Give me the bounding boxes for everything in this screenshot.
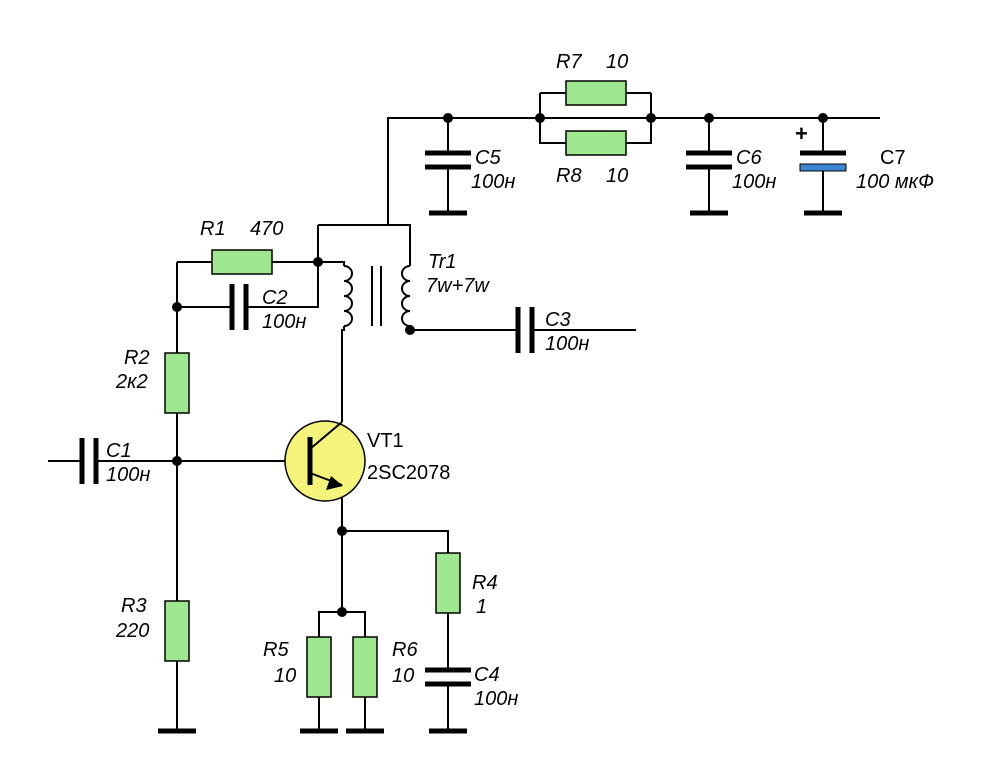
resistor-r5 <box>306 636 332 698</box>
label-r6-value: 10 <box>392 665 414 687</box>
label-vt1-ref: VT1 <box>367 430 404 452</box>
label-r8-ref: R8 <box>556 165 582 187</box>
label-c3-value: 100н <box>545 333 589 355</box>
junction-dot <box>405 325 415 335</box>
resistors <box>164 80 627 698</box>
label-r1-ref: R1 <box>200 218 226 240</box>
junction-dot <box>704 113 714 123</box>
transistor-body <box>284 420 366 502</box>
label-r4-value: 1 <box>476 596 487 618</box>
resistor-r4 <box>435 552 461 614</box>
transistor-collector <box>309 421 343 450</box>
capacitor-c5 <box>425 150 471 170</box>
label-r2-value: 2к2 <box>115 371 148 393</box>
label-r2-ref: R2 <box>124 347 150 369</box>
label-c6-value: 100н <box>732 171 776 193</box>
label-r3-ref: R3 <box>121 595 147 617</box>
capacitor-c2 <box>229 284 249 330</box>
junction-dot <box>646 113 656 123</box>
label-r1-value: 470 <box>250 218 283 240</box>
label-r5-ref: R5 <box>263 639 289 661</box>
transformer-tr1 <box>343 265 411 327</box>
junction-dot <box>535 113 545 123</box>
resistor-r3 <box>164 600 190 662</box>
junction-dot <box>337 607 347 617</box>
label-r8-value: 10 <box>606 165 628 187</box>
resistor-r6 <box>352 636 378 698</box>
capacitor-c4 <box>425 667 471 687</box>
label-c7-value: 100 мкФ <box>856 171 934 193</box>
capacitor-c6 <box>686 150 732 170</box>
label-vt1-value: 2SC2078 <box>367 462 450 484</box>
resistor-r8 <box>565 130 627 156</box>
label-c3-ref: C3 <box>545 309 571 331</box>
label-c1-value: 100н <box>106 464 150 486</box>
capacitor-c1 <box>79 438 99 484</box>
capacitor-c3 <box>515 307 535 353</box>
labels: R1 470 C2 100н R2 2к2 C1 100н R3 220 Tr1… <box>106 51 934 710</box>
label-tr1-ref: Tr1 <box>428 251 457 273</box>
label-r7-ref: R7 <box>556 51 582 73</box>
resistor-r1 <box>211 249 273 275</box>
junction-dot <box>443 113 453 123</box>
primary-winding <box>343 265 353 327</box>
label-c2-ref: C2 <box>262 287 288 309</box>
secondary-winding <box>401 265 411 327</box>
resistor-r7 <box>565 80 627 106</box>
junction-dot <box>337 526 347 536</box>
junction-dot <box>172 302 182 312</box>
label-r7-value: 10 <box>606 51 628 73</box>
label-c7-ref: C7 <box>880 147 906 169</box>
label-r4-ref: R4 <box>472 572 498 594</box>
label-tr1-value: 7w+7w <box>426 275 490 297</box>
emitter-arrow-icon <box>326 476 343 490</box>
grounds <box>158 210 842 734</box>
capacitors <box>79 150 847 687</box>
label-r3-value: 220 <box>115 620 149 642</box>
transistor-vt1 <box>284 420 366 502</box>
label-r6-ref: R6 <box>392 639 418 661</box>
label-c4-value: 100н <box>474 688 518 710</box>
capacitor-c7-electrolytic <box>799 150 847 172</box>
label-c2-value: 100н <box>262 311 306 333</box>
electrolytic-negative-plate <box>799 163 847 172</box>
junctions <box>172 113 828 617</box>
label-r5-value: 10 <box>274 665 296 687</box>
label-c5-ref: C5 <box>475 147 501 169</box>
label-c4-ref: C4 <box>474 664 500 686</box>
resistor-r2 <box>164 352 190 414</box>
junction-dot <box>818 113 828 123</box>
junction-dot <box>172 456 182 466</box>
label-c1-ref: C1 <box>106 440 132 462</box>
label-c7-polarity: + <box>795 121 808 146</box>
label-c5-value: 100н <box>471 171 515 193</box>
junction-dot <box>313 257 323 267</box>
label-c6-ref: C6 <box>736 147 762 169</box>
